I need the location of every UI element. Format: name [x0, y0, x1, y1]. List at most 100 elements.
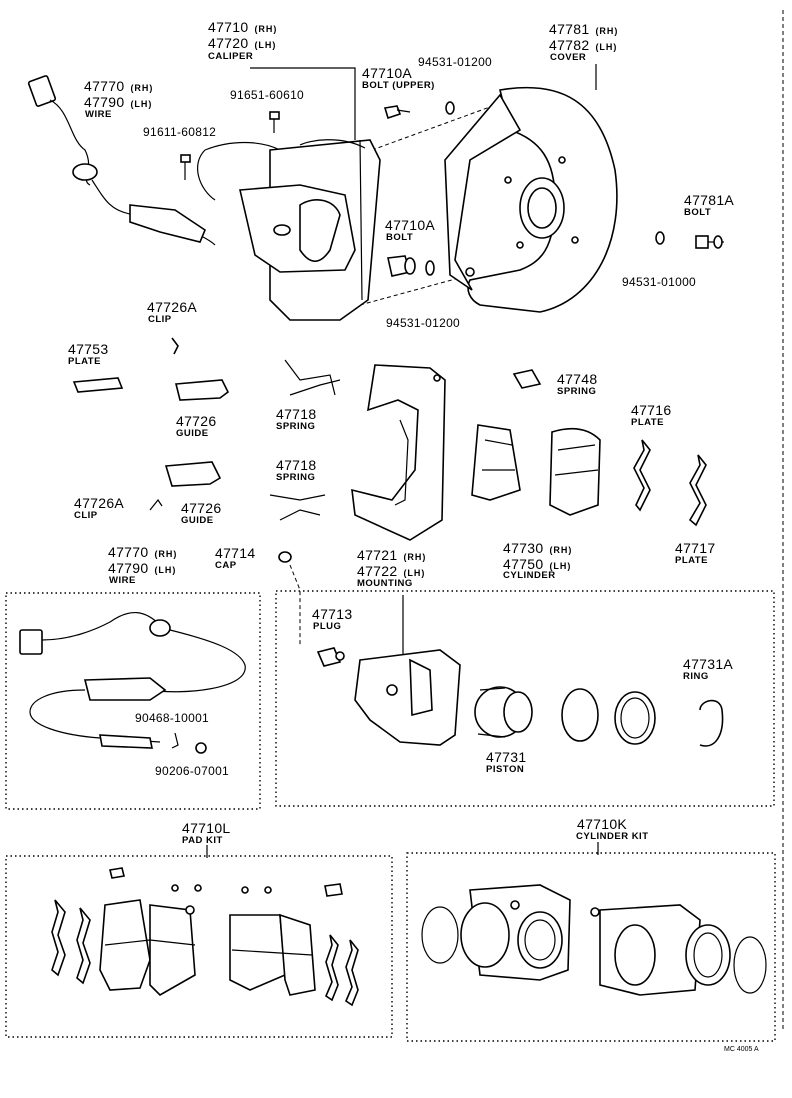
wire-top-num-rh: 47770 [84, 78, 125, 94]
cover-qual-rh: (RH) [595, 26, 619, 36]
mounting-name: MOUNTING [357, 578, 413, 589]
screw-91611 [180, 154, 191, 180]
washer-cover [655, 231, 665, 245]
bolt-lower-name: BOLT [386, 232, 414, 243]
caliper-leader [250, 67, 356, 140]
pad-kit-num: 47710L [182, 820, 231, 836]
wire-box-num-lh: 47790 [108, 560, 149, 576]
plate-47753-name: PLATE [68, 356, 101, 367]
wire-sensor-top [27, 75, 281, 246]
cap-47714 [278, 551, 292, 563]
guide-bottom [164, 461, 222, 487]
spring-bottom-num: 47718 [276, 457, 317, 473]
spring-bottom [269, 494, 326, 521]
cylinder-kit-box [406, 852, 776, 1042]
clip-bottom-num: 47726A [74, 495, 125, 511]
bolt-upper [383, 105, 411, 120]
mounting-num-rh: 47721 [357, 547, 398, 563]
cylinder-num-lh: 47750 [503, 556, 544, 572]
cylinder-kit-parts [421, 884, 767, 996]
clip-top [171, 337, 179, 355]
cylinder-qual-lh: (LH) [549, 561, 572, 571]
clip-bottom [149, 498, 163, 511]
plug-47713 [316, 647, 345, 667]
wire-box-qual-lh: (LH) [154, 565, 177, 575]
wire-top-rh-label: 47770 (RH) [84, 79, 153, 95]
brake-pad-outer [549, 428, 601, 516]
plate-47717 [688, 454, 707, 527]
cylinder-assembly-box [275, 590, 775, 807]
mounting-qual-lh: (LH) [403, 568, 426, 578]
wire-top-qual-lh: (LH) [130, 99, 153, 109]
wire-sensor-box [19, 612, 246, 749]
caliper-lh-label: 47720(LH) [208, 36, 276, 52]
mounting-lh-label: 47722 (LH) [357, 564, 425, 580]
washer-lower-num: 94531-01200 [386, 316, 461, 330]
seal-ring [561, 688, 599, 742]
guide-bottom-num: 47726 [181, 500, 222, 516]
bolt-lower-num: 47710A [385, 217, 436, 233]
alignment-line-upper [371, 95, 521, 151]
wire-top-lh-label: 47790 (LH) [84, 95, 152, 111]
ring-name: RING [683, 671, 709, 682]
grommet-90206 [195, 742, 207, 754]
bolt-cover [695, 235, 724, 249]
caliper-num-lh: 47720 [208, 35, 249, 51]
mounting-bracket [351, 364, 446, 541]
wire-top-qual-rh: (RH) [130, 83, 154, 93]
cover-num-rh: 47781 [549, 21, 590, 37]
clip-top-name: CLIP [148, 314, 172, 325]
piston-47731 [474, 686, 533, 738]
clamp-num: 90468-10001 [135, 711, 210, 725]
guide-top-name: GUIDE [176, 428, 209, 439]
bolt-lower [387, 255, 416, 277]
clip-top-num: 47726A [147, 299, 198, 315]
clamp-90468 [171, 732, 179, 749]
washer-cover-num: 94531-01000 [622, 275, 697, 289]
plate-47716 [633, 439, 651, 512]
screw-b-num: 91611-60812 [143, 125, 217, 139]
spring-47748-num: 47748 [557, 371, 598, 387]
wire-top-num-lh: 47790 [84, 94, 125, 110]
plug-name: PLUG [313, 621, 342, 632]
cylinder-name: CYLINDER [503, 570, 556, 581]
bolt-cover-num: 47781A [684, 192, 735, 208]
caliper-assembly [239, 139, 381, 321]
plate-47753-num: 47753 [68, 341, 109, 357]
cap-name: CAP [215, 560, 237, 571]
cover-lh-label: 47782(LH) [549, 38, 617, 54]
cover-rh-label: 47781 (RH) [549, 22, 618, 38]
grommet-num: 90206-07001 [155, 764, 230, 778]
spring-47748 [512, 369, 542, 389]
pad-kit-parts [51, 867, 359, 1007]
pad-kit-name: PAD KIT [182, 835, 223, 846]
guide-top [174, 379, 230, 401]
brake-pad-inner [471, 424, 521, 501]
washer-upper [445, 101, 455, 115]
washer-top-num: 94531-01200 [418, 55, 493, 69]
mounting-rh-label: 47721 (RH) [357, 548, 426, 564]
wire-box-rh-label: 47770 (RH) [108, 545, 177, 561]
clip-bottom-name: CLIP [74, 510, 98, 521]
wire-box-num-rh: 47770 [108, 544, 149, 560]
caliper-num-rh: 47710 [208, 19, 249, 35]
screw-91651 [269, 111, 280, 133]
wire-box-qual-rh: (RH) [154, 549, 178, 559]
plate-47716-name: PLATE [631, 417, 664, 428]
mounting-num-lh: 47722 [357, 563, 398, 579]
cover-name: COVER [550, 52, 587, 63]
spring-top-name: SPRING [276, 421, 316, 432]
wire-top-name: WIRE [85, 109, 112, 120]
mounting-qual-rh: (RH) [403, 552, 427, 562]
cylinder-num-rh: 47730 [503, 540, 544, 556]
cap-alignment-line [289, 564, 301, 645]
guide-top-num: 47726 [176, 413, 217, 429]
wire-box-name: WIRE [109, 575, 136, 586]
plate-47717-num: 47717 [675, 540, 716, 556]
screw-a-num: 91651-60610 [230, 88, 305, 102]
spring-47748-name: SPRING [557, 386, 597, 397]
spring-bottom-name: SPRING [276, 472, 316, 483]
ring-num: 47731A [683, 656, 734, 672]
wire-assembly-box [5, 592, 261, 810]
